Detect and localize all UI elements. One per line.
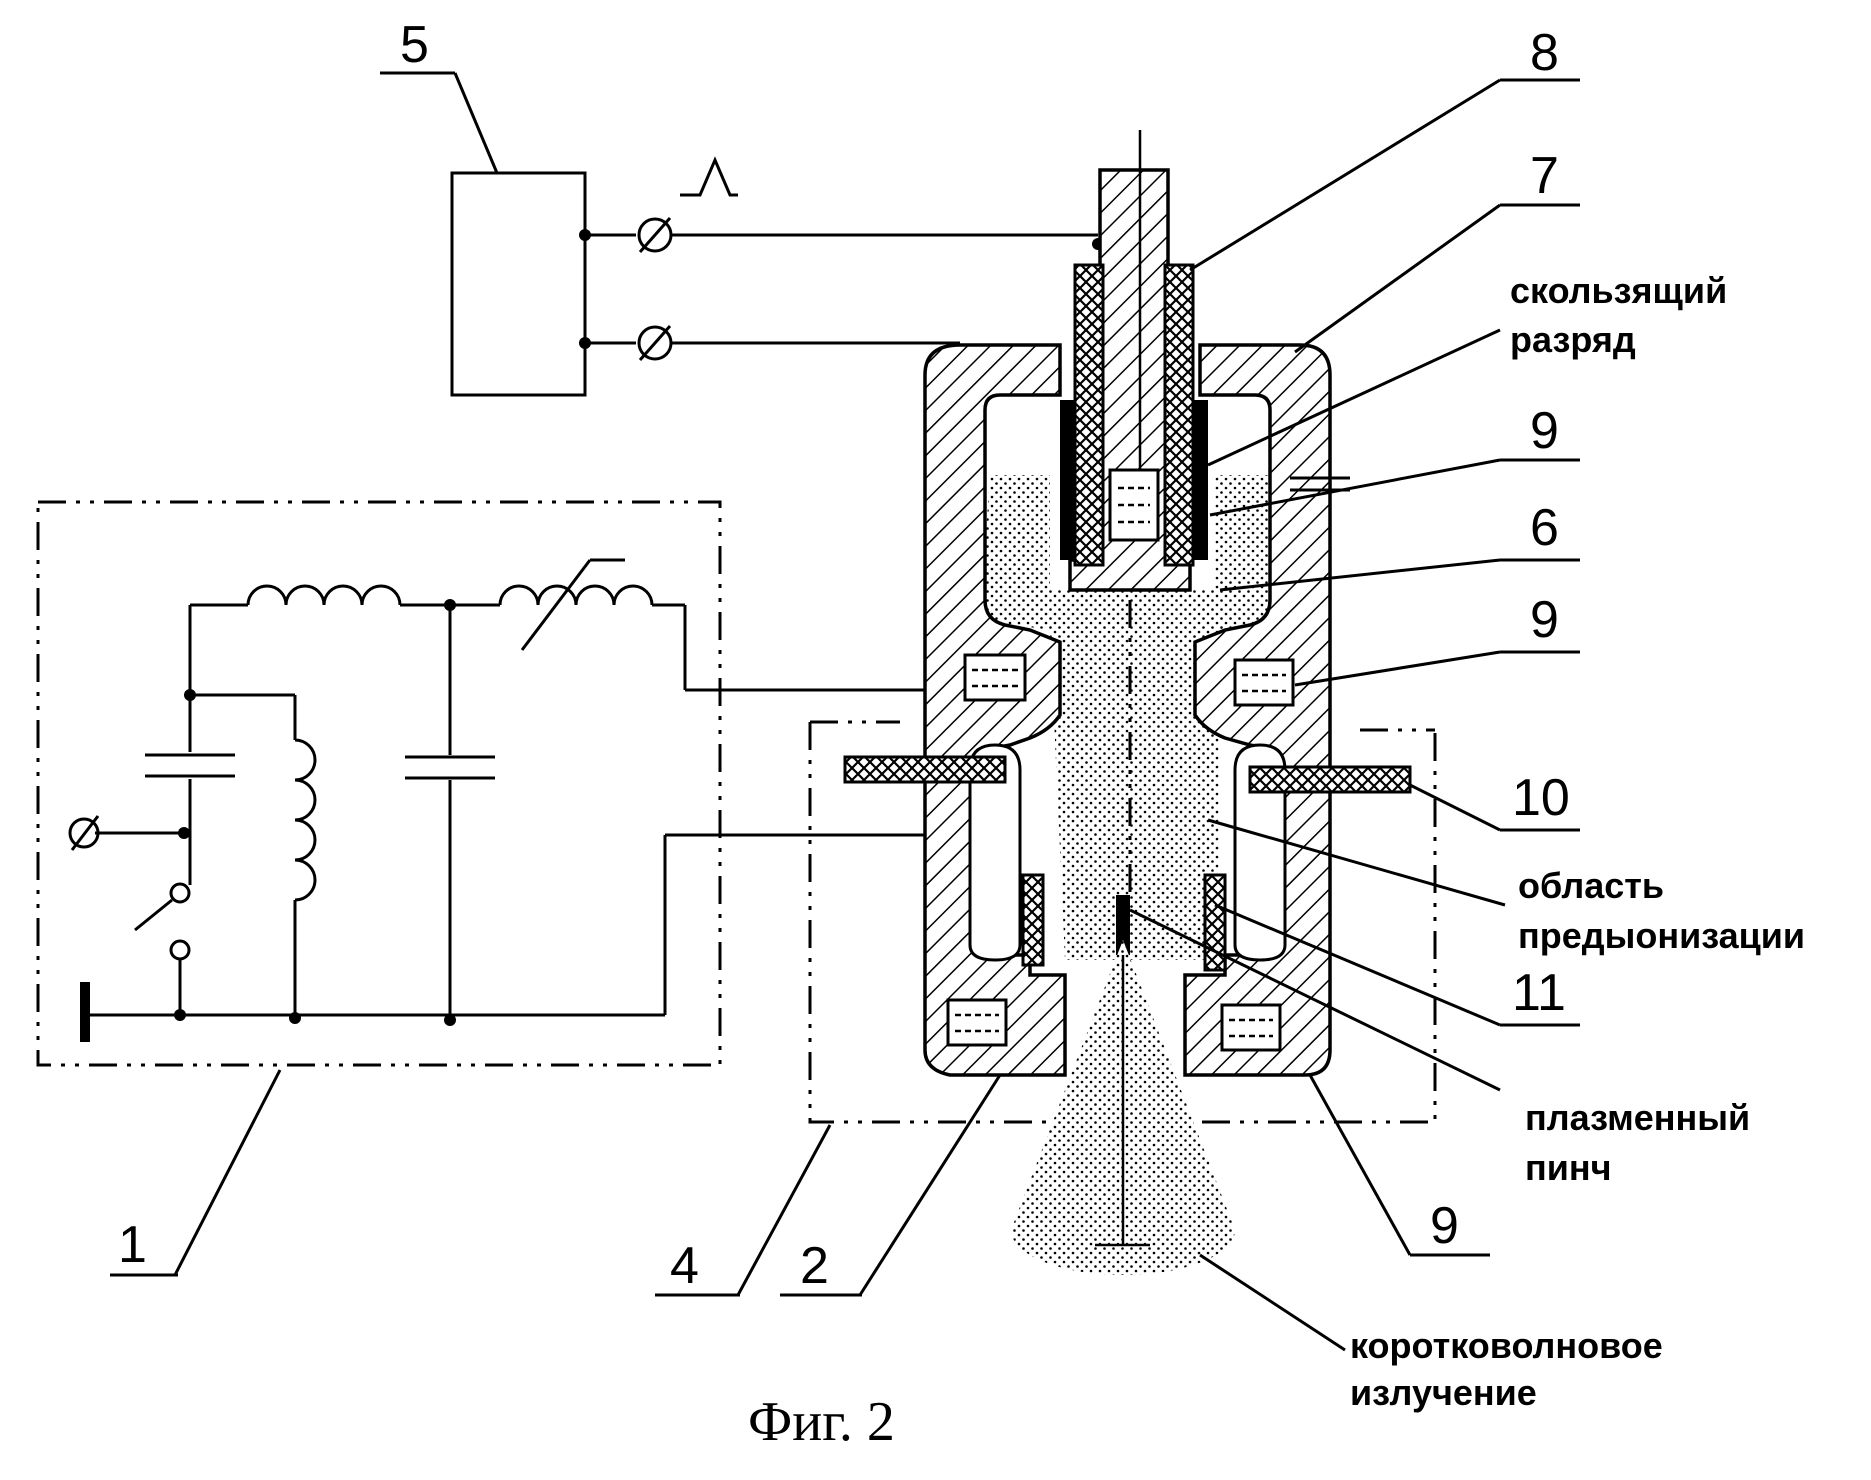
magnet-left-mid xyxy=(963,653,1027,702)
switch xyxy=(134,898,173,932)
insulator-right xyxy=(1163,263,1195,567)
generator-box xyxy=(450,171,587,397)
label-shortwave-line1: коротковолновое xyxy=(1350,1325,1663,1366)
label-shortwave-line2: излучение xyxy=(1350,1372,1537,1413)
label-plasma-pinch-line1: плазменный xyxy=(1525,1097,1750,1138)
inductor-1 xyxy=(246,584,402,606)
input-terminal xyxy=(68,817,100,849)
label-sliding-discharge-line2: разряд xyxy=(1510,319,1636,360)
callouts: 8 7 скользящий разряд 9 6 9 10 область п… xyxy=(655,24,1805,1413)
discharge-chamber xyxy=(843,130,1412,1275)
part-number-4: 4 xyxy=(670,1237,699,1295)
power-circuit-1: 1 xyxy=(36,500,944,1277)
part-number-7: 7 xyxy=(1530,147,1559,205)
part-number-6: 6 xyxy=(1530,499,1559,557)
plasma-pinch xyxy=(1116,895,1130,955)
sliding-discharge-strip-right xyxy=(1193,400,1208,560)
sliding-discharge-strip-left xyxy=(1060,400,1075,560)
part-number-11: 11 xyxy=(1512,964,1566,1022)
part-number-9-mid: 9 xyxy=(1530,591,1559,649)
magnet-right-bottom xyxy=(1220,1003,1282,1052)
insert-11 xyxy=(1203,873,1227,972)
flange-insulator-left xyxy=(843,755,1007,784)
pulse-icon xyxy=(680,156,738,197)
magnet-upper xyxy=(1108,468,1160,542)
variable-inductor xyxy=(498,584,654,606)
preionization-region xyxy=(980,475,1290,960)
part-number-1: 1 xyxy=(118,1216,147,1274)
figure-caption: Фиг. 2 xyxy=(748,1391,895,1453)
part-number-10: 10 xyxy=(1512,769,1570,827)
part-number-9-bottom: 9 xyxy=(1430,1197,1459,1255)
inductor-2 xyxy=(294,738,317,902)
insert-left xyxy=(1021,873,1045,967)
ground-symbol xyxy=(80,982,90,1042)
magnet-right-mid xyxy=(1233,658,1295,707)
magnet-left-bottom xyxy=(946,998,1008,1047)
part-number-9-upper: 9 xyxy=(1530,402,1559,460)
label-preionization-line1: область xyxy=(1518,865,1664,906)
flange-insulator-10 xyxy=(1248,765,1412,794)
pulse-generator-5: 5 xyxy=(380,16,1104,397)
label-plasma-pinch-line2: пинч xyxy=(1525,1147,1612,1188)
part-number-2: 2 xyxy=(800,1237,829,1295)
label-preionization-line2: предыонизации xyxy=(1518,915,1805,956)
label-sliding-discharge-line1: скользящий xyxy=(1510,270,1727,311)
part-number-8: 8 xyxy=(1530,24,1559,82)
insulator-left xyxy=(1073,263,1105,567)
circuit-frame xyxy=(36,500,722,1067)
part-number-5: 5 xyxy=(400,16,429,74)
